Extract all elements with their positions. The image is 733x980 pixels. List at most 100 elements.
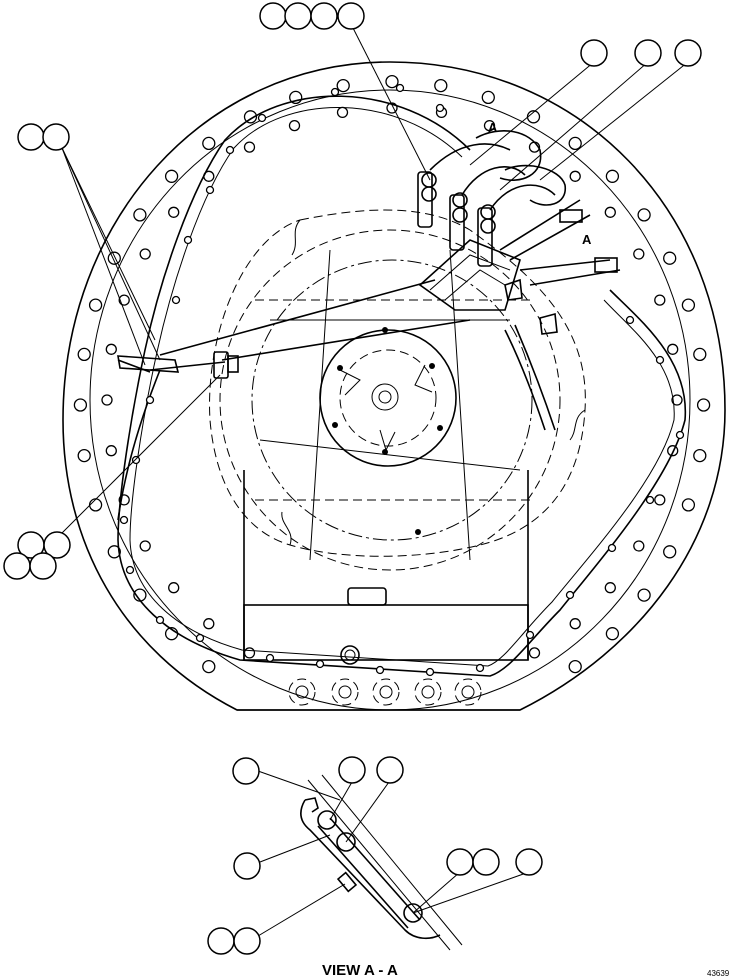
callout-bubble — [42, 123, 70, 151]
bolt-hole — [696, 398, 711, 412]
harness-clip — [183, 235, 193, 245]
bolt-hole — [637, 588, 651, 602]
section-mark-side: A — [582, 232, 592, 247]
harness-clip — [435, 103, 445, 113]
harness-clip — [195, 633, 205, 643]
callout-bubble — [17, 123, 45, 151]
bolt-hole — [481, 90, 495, 105]
harness-clip — [315, 659, 325, 669]
view-a-a-detail — [207, 756, 543, 955]
bolt-hole — [671, 394, 683, 406]
bottom-port-row — [288, 678, 482, 706]
callout-bubble — [43, 531, 71, 559]
section-mark-top: A — [488, 120, 498, 135]
bolt-hole — [101, 394, 113, 406]
bolt-hole — [105, 445, 117, 457]
harness-clip — [257, 113, 267, 123]
harness-clip — [675, 430, 685, 440]
harness-clip — [330, 87, 340, 97]
bolt-hole — [243, 141, 256, 153]
callout-bubble — [3, 552, 31, 580]
bolt-hole — [434, 78, 448, 93]
harness-clip — [525, 630, 535, 640]
callout-bubble — [232, 757, 260, 785]
harness-clip — [125, 565, 135, 575]
bolt-hole — [288, 119, 301, 132]
harness-clips — [119, 83, 685, 677]
callout-bubble — [338, 756, 366, 784]
harness-route — [117, 95, 687, 677]
callout-bubble — [515, 848, 543, 876]
bolt-hole — [681, 298, 696, 312]
bolt-hole — [569, 618, 581, 630]
callout-bubble — [284, 2, 312, 30]
harness-clip — [119, 515, 129, 525]
callout-bubble — [233, 852, 261, 880]
bolt-hole — [243, 110, 258, 124]
bolt-hole — [605, 627, 620, 641]
bolt-hole — [139, 540, 151, 552]
harness-clip — [607, 543, 617, 553]
bolt-hole — [663, 545, 677, 559]
callout-bubble — [580, 39, 608, 67]
bolt-hole — [164, 169, 179, 183]
bolt-hole — [654, 294, 666, 306]
bolt-hole — [203, 618, 215, 630]
bolt-hole — [604, 206, 616, 218]
callout-bubble — [634, 39, 662, 67]
bolt-hole — [105, 343, 117, 355]
callout-bubble — [472, 848, 500, 876]
bolt-hole — [77, 448, 91, 463]
callouts — [3, 2, 702, 580]
bolt-hole — [77, 347, 91, 362]
bolt-hole — [528, 647, 541, 659]
callout-bubble — [259, 2, 287, 30]
harness-clip — [205, 185, 215, 195]
bolt-hole — [693, 347, 707, 362]
inner-body — [209, 209, 586, 571]
bolt-hole — [568, 136, 582, 151]
bolt-hole — [336, 106, 349, 119]
callout-bubble — [310, 2, 338, 30]
harness-clip — [645, 495, 655, 505]
harness-clip — [655, 355, 665, 365]
bolt-hole — [202, 136, 216, 151]
bolt-hole — [107, 251, 121, 265]
bolt-hole — [605, 169, 620, 183]
drawing-number: 43639 — [707, 969, 730, 978]
harness-clip — [225, 145, 235, 155]
bolt-hole — [633, 540, 645, 552]
bolt-holes — [73, 74, 711, 674]
bolt-hole — [336, 78, 350, 93]
bolt-hole — [568, 659, 582, 674]
harness-clip — [171, 295, 181, 305]
harness-clip — [475, 663, 485, 673]
harness-clip — [145, 395, 155, 405]
callout-bubble — [29, 552, 57, 580]
bolt-hole — [73, 398, 88, 412]
bolt-hole — [663, 251, 677, 265]
callout-bubble — [337, 2, 365, 30]
bolt-hole — [168, 582, 180, 594]
bolt-hole — [107, 545, 121, 559]
callout-bubble — [446, 848, 474, 876]
bolt-hole — [118, 294, 130, 306]
harness-clip — [565, 590, 575, 600]
callout-bubble — [376, 756, 404, 784]
harness-clip — [625, 315, 635, 325]
oil-pan — [243, 470, 529, 665]
bolt-hole — [202, 659, 216, 674]
left-connector — [117, 351, 239, 379]
bolt-hole — [385, 74, 399, 89]
bolt-hole — [604, 582, 616, 594]
bolt-hole — [243, 647, 256, 659]
bolt-hole — [88, 298, 103, 312]
bolt-hole — [667, 343, 679, 355]
bolt-hole — [633, 248, 645, 260]
flange-outline — [62, 61, 726, 711]
connector-cluster — [417, 130, 621, 335]
bolt-hole — [681, 498, 696, 512]
bolt-hole — [569, 170, 581, 182]
harness-clip — [155, 615, 165, 625]
